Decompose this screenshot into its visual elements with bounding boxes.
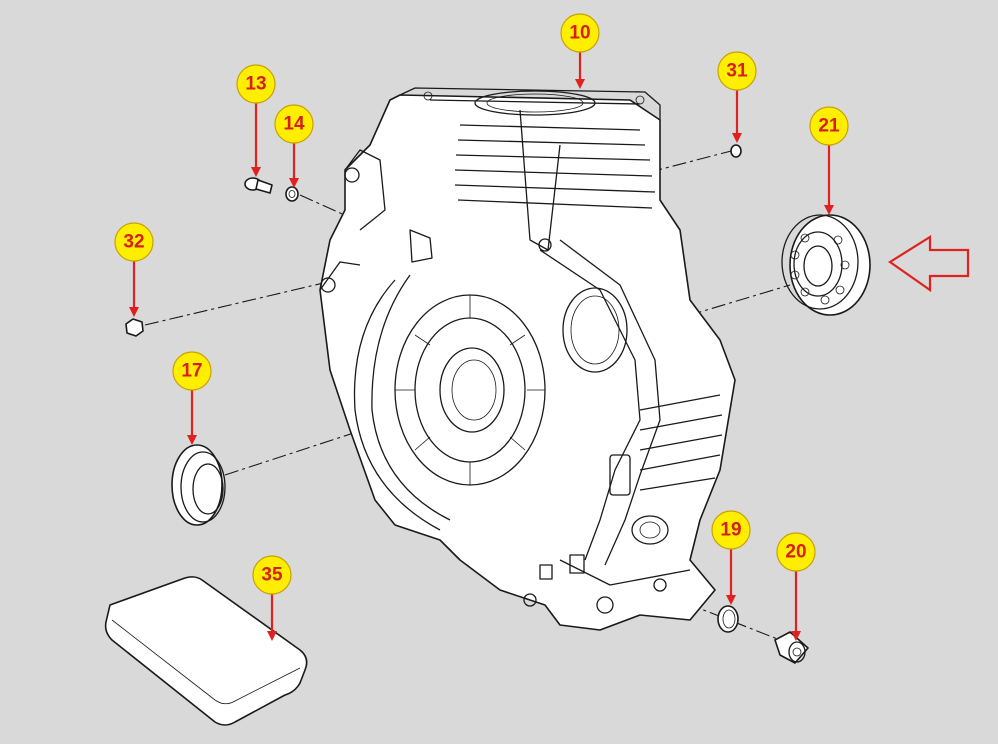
callout-label: 10 [569, 23, 590, 44]
callout-label: 13 [245, 74, 266, 95]
callout-label: 17 [181, 361, 202, 382]
part-13-screw [244, 177, 273, 194]
callout-13: 13 [236, 64, 276, 104]
callout-label: 35 [261, 565, 283, 586]
part-14-washer [285, 186, 299, 202]
callout-31: 31 [717, 51, 757, 91]
callout-label: 32 [123, 232, 144, 253]
callout-32: 32 [114, 222, 154, 262]
callout-19: 19 [711, 510, 751, 550]
callout-17: 17 [172, 351, 212, 391]
callout-label: 14 [283, 114, 305, 135]
callout-label: 20 [785, 542, 806, 563]
part-20-drain-plug [774, 631, 809, 664]
crankcase-outline [319, 94, 736, 631]
part-19-o-ring [717, 605, 739, 633]
callout-20: 20 [776, 532, 816, 572]
part-31-plug [730, 144, 742, 158]
callout-10: 10 [560, 13, 600, 53]
indicator-arrow-icon [888, 235, 970, 293]
callout-35: 35 [252, 555, 292, 595]
callout-14: 14 [274, 104, 314, 144]
callout-21: 21 [809, 106, 849, 146]
part-21-bearing [781, 214, 871, 316]
part-17-oil-seal [171, 444, 226, 526]
part-35-gasket-pad [104, 576, 308, 726]
leader-lines [129, 50, 834, 641]
callout-label: 31 [726, 61, 748, 82]
callout-label: 21 [818, 116, 840, 137]
part-32-nut [125, 318, 144, 337]
crankcase-body [319, 87, 736, 631]
callout-label: 19 [720, 520, 741, 541]
